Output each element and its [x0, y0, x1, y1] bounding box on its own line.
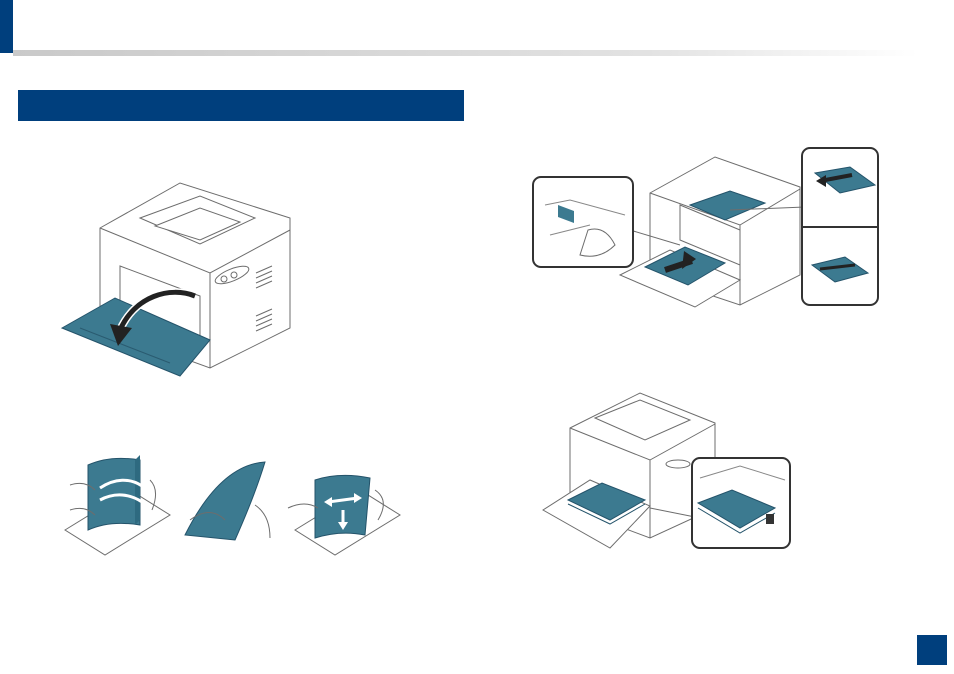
printer-open-tray-icon: [60, 178, 310, 378]
printer-loaded-tray-icon: [540, 388, 795, 553]
figure-open-front-tray: [60, 178, 310, 378]
page-number-badge: [917, 635, 947, 665]
printer-guides-icon: [530, 145, 882, 310]
header-divider: [13, 50, 918, 56]
paper-fan-icon: [60, 450, 410, 560]
header-accent-bar: [0, 0, 13, 53]
figure-adjust-paper-guides: [530, 145, 882, 310]
section-title-bar: [18, 90, 464, 121]
figure-load-paper-tray: [540, 388, 795, 553]
figure-fan-paper-stack: [60, 450, 410, 560]
